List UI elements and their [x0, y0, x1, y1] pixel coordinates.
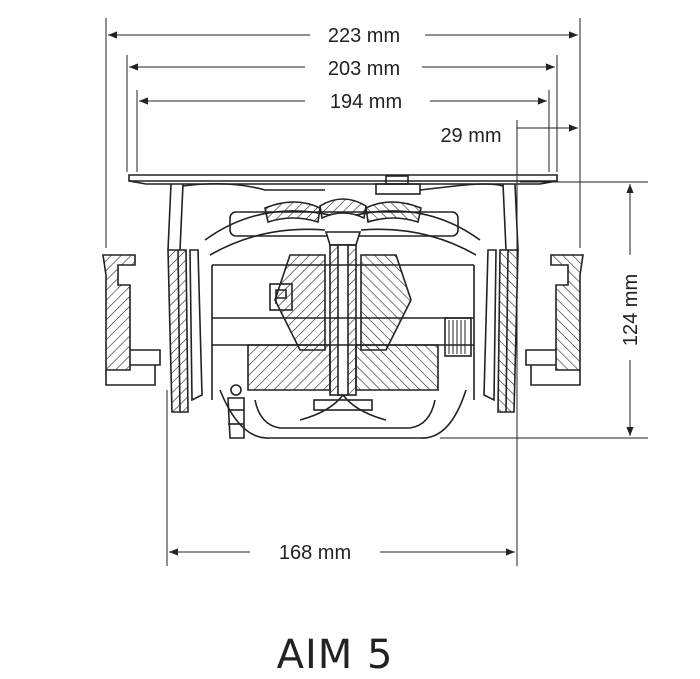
- model-title: AIM 5: [277, 632, 394, 678]
- dimension-flange-offset: 29 mm: [440, 124, 578, 147]
- dim-label-168: 168 mm: [279, 542, 351, 564]
- dim-label-124: 124 mm: [620, 274, 642, 346]
- dim-label-194: 194 mm: [330, 91, 402, 113]
- dimension-flange-width: 203 mm: [129, 58, 555, 80]
- speaker-body: [102, 174, 584, 439]
- dim-label-29: 29 mm: [440, 125, 501, 147]
- dimension-overall-width: 223 mm: [108, 25, 578, 47]
- dimension-inner-width: 194 mm: [139, 91, 547, 113]
- dimension-depth: 124 mm: [620, 184, 642, 436]
- dimension-cutout-width: 168 mm: [169, 542, 515, 564]
- dim-label-223: 223 mm: [328, 25, 400, 47]
- extension-lines: [105, 18, 648, 566]
- dim-label-203: 203 mm: [328, 58, 400, 80]
